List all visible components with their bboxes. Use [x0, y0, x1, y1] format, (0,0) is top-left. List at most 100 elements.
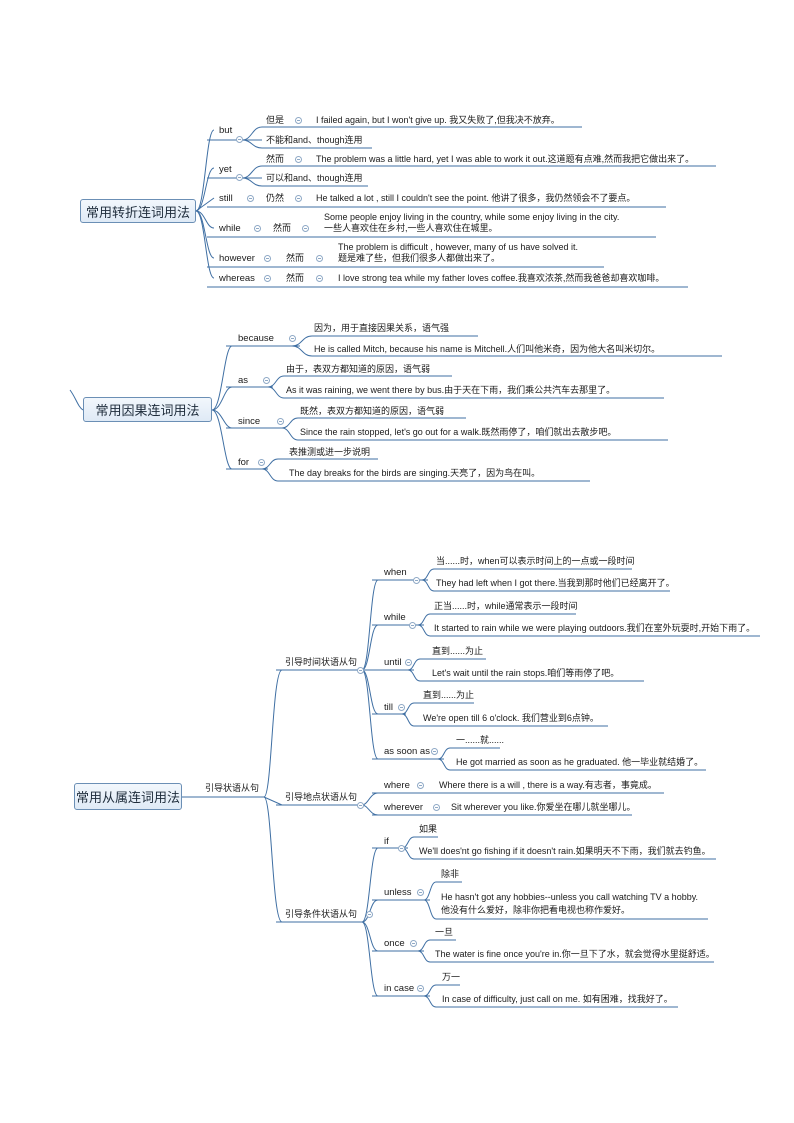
root-node-cause[interactable]: 常用因果连词用法 — [83, 397, 212, 422]
collapse-toggle-icon[interactable] — [405, 659, 412, 666]
collapse-toggle-icon[interactable] — [417, 782, 424, 789]
collapse-toggle-icon[interactable] — [398, 704, 405, 711]
group-time-clause[interactable]: 引导时间状语从句 — [285, 657, 358, 667]
meaning-note: 一......就...... — [456, 735, 505, 745]
collapse-toggle-icon[interactable] — [409, 622, 416, 629]
branch-when[interactable]: when — [384, 567, 407, 578]
collapse-toggle-icon[interactable] — [263, 377, 270, 384]
example-sentence: We're open till 6 o'clock. 我们营业到6点钟。 — [423, 713, 599, 723]
branch-since[interactable]: since — [238, 416, 261, 427]
collapse-toggle-icon[interactable] — [431, 748, 438, 755]
collapse-toggle-icon[interactable] — [295, 117, 302, 124]
collapse-toggle-icon[interactable] — [277, 418, 284, 425]
usage-note: 可以和and、though连用 — [266, 173, 363, 183]
example-sentence: He is called Mitch, because his name is … — [314, 344, 661, 354]
meaning-note: 因为，用于直接因果关系，语气强 — [314, 323, 450, 333]
example-sentence: I love strong tea while my father loves … — [338, 273, 665, 283]
collapse-toggle-icon[interactable] — [316, 275, 323, 282]
meaning-note: 直到......为止 — [423, 690, 475, 700]
example-translation: 他没有什么爱好，除非你把看电视也称作爱好。 — [441, 905, 631, 915]
collapse-toggle-icon[interactable] — [289, 335, 296, 342]
collapse-toggle-icon[interactable] — [366, 911, 373, 918]
example-sentence: He talked a lot , still I couldn't see t… — [316, 193, 636, 203]
branch-however[interactable]: however — [219, 253, 255, 264]
example-sentence: Some people enjoy living in the country,… — [324, 212, 620, 222]
branch-yet[interactable]: yet — [219, 164, 232, 175]
collapse-toggle-icon[interactable] — [357, 667, 364, 674]
meaning-note: 由于，表双方都知道的原因，语气弱 — [286, 364, 431, 374]
collapse-toggle-icon[interactable] — [295, 156, 302, 163]
collapse-toggle-icon[interactable] — [357, 802, 364, 809]
collapse-toggle-icon[interactable] — [236, 136, 243, 143]
branch-till[interactable]: till — [384, 702, 393, 713]
collapse-toggle-icon[interactable] — [295, 195, 302, 202]
example-sentence: Since the rain stopped, let's go out for… — [300, 427, 617, 437]
example-sentence: He hasn't got any hobbies--unless you ca… — [441, 892, 699, 902]
collapse-toggle-icon[interactable] — [254, 225, 261, 232]
meaning-note: 当......时，when可以表示时间上的一点或一段时间 — [436, 556, 635, 566]
branch-as[interactable]: as — [238, 375, 249, 386]
branch-whereas[interactable]: whereas — [219, 273, 255, 284]
collapse-toggle-icon[interactable] — [398, 845, 405, 852]
collapse-toggle-icon[interactable] — [247, 195, 254, 202]
collapse-toggle-icon[interactable] — [417, 889, 424, 896]
meaning-note: 如果 — [419, 824, 438, 834]
branch-where[interactable]: where — [384, 780, 410, 791]
collapse-toggle-icon[interactable] — [302, 225, 309, 232]
example-sentence: As it was raining, we went there by bus.… — [286, 385, 616, 395]
example-sentence: In case of difficulty, just call on me. … — [442, 994, 673, 1004]
branch-if[interactable]: if — [384, 836, 389, 847]
example-translation: 题是难了些，但我们很多人都做出来了。 — [338, 253, 501, 263]
collapse-toggle-icon[interactable] — [236, 174, 243, 181]
group-condition-clause[interactable]: 引导条件状语从句 — [285, 909, 358, 919]
example-sentence: The day breaks for the birds are singing… — [289, 468, 541, 478]
branch-still[interactable]: still — [219, 193, 233, 204]
node-adverbial-clause[interactable]: 引导状语从句 — [205, 783, 260, 793]
meaning-note: 一旦 — [435, 927, 454, 937]
item-label: 但是 — [266, 115, 285, 125]
collapse-toggle-icon[interactable] — [258, 459, 265, 466]
branch-while[interactable]: while — [219, 223, 241, 234]
collapse-toggle-icon[interactable] — [264, 275, 271, 282]
example-sentence: The problem is difficult , however, many… — [338, 242, 578, 252]
example-sentence: It started to rain while we were playing… — [434, 623, 756, 633]
group-place-clause[interactable]: 引导地点状语从句 — [285, 792, 358, 802]
branch-wherever[interactable]: wherever — [384, 802, 424, 813]
collapse-toggle-icon[interactable] — [316, 255, 323, 262]
meaning-note: 除非 — [441, 869, 460, 879]
item-label: 然而 — [286, 253, 305, 263]
branch-because[interactable]: because — [238, 333, 274, 344]
example-sentence: Let's wait until the rain stops.咱们等雨停了吧。 — [432, 668, 620, 678]
root-node-subordinate[interactable]: 常用从属连词用法 — [74, 783, 182, 810]
branch-while[interactable]: while — [384, 612, 406, 623]
item-label: 仍然 — [266, 193, 285, 203]
example-sentence: Where there is a will , there is a way.有… — [439, 780, 657, 790]
collapse-toggle-icon[interactable] — [410, 940, 417, 947]
usage-note: 不能和and、though连用 — [266, 135, 363, 145]
branch-but[interactable]: but — [219, 125, 233, 136]
example-sentence: I failed again, but I won't give up. 我又失… — [316, 115, 560, 125]
collapse-toggle-icon[interactable] — [413, 577, 420, 584]
branch-until[interactable]: until — [384, 657, 402, 668]
branch-unless[interactable]: unless — [384, 887, 412, 898]
root-node-contrast[interactable]: 常用转折连词用法 — [80, 199, 196, 223]
branch-as-soon-as[interactable]: as soon as — [384, 746, 430, 757]
example-sentence: The problem was a little hard, yet I was… — [316, 154, 695, 164]
collapse-toggle-icon[interactable] — [433, 804, 440, 811]
example-sentence: We'll does'nt go fishing if it doesn't r… — [419, 846, 711, 856]
example-sentence: Sit wherever you like.你爱坐在哪儿就坐哪儿。 — [451, 802, 636, 812]
example-translation: 一些人喜欢住在乡村,一些人喜欢住在城里。 — [324, 223, 498, 233]
item-label: 然而 — [286, 273, 305, 283]
collapse-toggle-icon[interactable] — [264, 255, 271, 262]
meaning-note: 直到......为止 — [432, 646, 484, 656]
meaning-note: 万一 — [442, 972, 461, 982]
item-label: 然而 — [273, 223, 292, 233]
example-sentence: The water is fine once you're in.你一旦下了水，… — [435, 949, 715, 959]
meaning-note: 既然，表双方都知道的原因，语气弱 — [300, 406, 445, 416]
branch-in-case[interactable]: in case — [384, 983, 415, 994]
branch-once[interactable]: once — [384, 938, 405, 949]
item-label: 然而 — [266, 154, 285, 164]
collapse-toggle-icon[interactable] — [417, 985, 424, 992]
branch-for[interactable]: for — [238, 457, 250, 468]
